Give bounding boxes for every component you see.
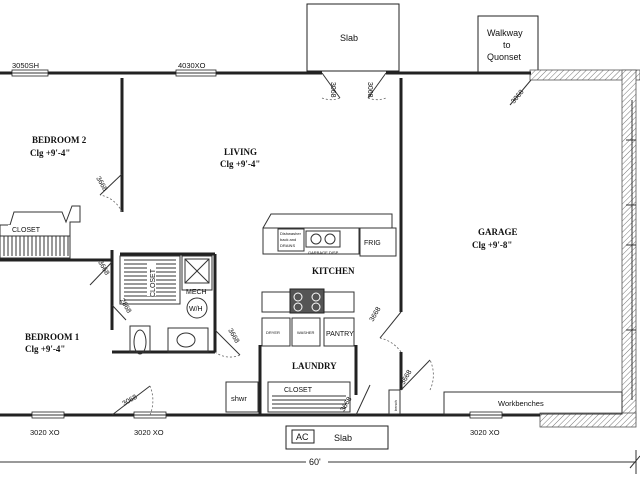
fridge: [359, 227, 397, 257]
vanity: [167, 327, 209, 353]
door-bed1-bottom-label: 3068: [122, 394, 139, 408]
door-slab-left-label: 3068: [329, 82, 336, 98]
bench-label: bench: [393, 400, 398, 411]
door-laundry-bottom-label: 3668: [340, 396, 354, 413]
sink-bowl-left-icon: [310, 233, 322, 245]
dryer-label: DRYER: [266, 330, 280, 335]
slab-top: [306, 3, 400, 72]
door-bed1-hall-label: 3668: [96, 260, 110, 277]
window-top-mid-label: 4030XO: [178, 61, 206, 70]
dishwasher-line2: back and: [280, 237, 296, 242]
walkway-line2: to: [503, 40, 511, 50]
window-top-left: [11, 69, 49, 77]
window-bottom-mid-label: 3020 XO: [134, 428, 164, 437]
garage-wall-top: [529, 69, 640, 81]
door-laundry-kitchen-label: 3668: [369, 306, 383, 323]
walkway-box: [477, 15, 539, 73]
ac-label: AC: [296, 432, 309, 442]
slab-bottom-label: Slab: [334, 433, 352, 443]
door-bedroom2: [99, 173, 123, 213]
dryer: [261, 317, 291, 347]
dishwasher-line3: DRAINS: [280, 243, 295, 248]
door-garage-bottom: [400, 359, 434, 391]
garage-wall-bottom: [539, 412, 637, 428]
shower: [225, 381, 259, 413]
door-bed1-hall: [89, 261, 113, 286]
washer-label: WASHER: [297, 330, 315, 335]
closet-bed1-label: CLOSET: [150, 268, 157, 297]
window-bottom-right: [469, 411, 503, 419]
room-garage-ceiling: Clg +9'-8": [472, 240, 512, 250]
door-slab-right-label: 3068: [366, 82, 373, 98]
frig-label: FRIG: [364, 240, 381, 247]
room-kitchen-name: KITCHEN: [312, 266, 355, 276]
closet-bed1: [119, 255, 181, 305]
closet-laundry: [267, 381, 351, 413]
kitchen-sink: [305, 230, 341, 248]
workbenches-label: Workbenches: [498, 399, 544, 408]
workbenches: [443, 391, 623, 415]
ac-box: [291, 429, 315, 444]
water-heater: [186, 297, 208, 319]
toilet-icon: [133, 329, 147, 355]
door-garage-top-label: 3068: [510, 89, 525, 106]
window-bottom-left: [31, 411, 65, 419]
door-laundry-kitchen: [379, 311, 402, 353]
door-bath: [214, 329, 241, 358]
closet-bed2-outline: [0, 205, 81, 259]
window-top-left-label: 3050SH: [12, 61, 39, 70]
mech-room: [181, 255, 213, 291]
door-slab-right: [367, 72, 387, 101]
pantry-label: PANTRY: [326, 331, 354, 338]
door-bed1-bottom: [111, 385, 154, 416]
washer: [291, 317, 321, 347]
door-garage-top: [509, 79, 532, 106]
dimension-label: 60': [309, 457, 321, 467]
door-bath-label: 3668: [226, 328, 240, 345]
range-icon: [289, 288, 325, 314]
window-bottom-left-label: 3020 XO: [30, 428, 60, 437]
kitchen-counter-top: [262, 213, 393, 229]
shower-label: shwr: [231, 394, 247, 403]
room-bedroom2-name: BEDROOM 2: [32, 135, 87, 145]
disposal-label: GARBAGE DISP.: [308, 250, 339, 255]
door-closet-hall: [111, 304, 127, 321]
closet-bed2-rods: [0, 235, 70, 256]
mech-unit: [184, 258, 210, 284]
room-living-name: LIVING: [224, 147, 257, 157]
sink-icon: [176, 332, 196, 348]
mech-label: MECH: [186, 289, 207, 296]
dishwasher-line1: Dishwasher: [280, 231, 302, 236]
window-bottom-right-label: 3020 XO: [470, 428, 500, 437]
toilet-tank: [129, 325, 151, 353]
pantry: [323, 317, 355, 347]
walkway-line1: Walkway: [487, 28, 523, 38]
dishwasher: [277, 228, 305, 252]
closet-laundry-label: CLOSET: [284, 387, 313, 394]
room-bedroom1-ceiling: Clg +9'-4": [25, 344, 65, 354]
closet-bed2-label: CLOSET: [12, 227, 41, 234]
walkway-line3: Quonset: [487, 52, 522, 62]
sink-bowl-right-icon: [324, 233, 336, 245]
door-bedroom2-label: 3668: [94, 176, 108, 193]
bench: [388, 389, 401, 415]
room-laundry-name: LAUNDRY: [292, 361, 337, 371]
slab-top-label: Slab: [340, 33, 358, 43]
room-bedroom1-name: BEDROOM 1: [25, 332, 80, 342]
wh-label: W/H: [189, 306, 203, 313]
room-living-ceiling: Clg +9'-4": [220, 159, 260, 169]
window-top-mid: [175, 69, 217, 77]
room-bedroom2-ceiling: Clg +9'-4": [30, 148, 70, 158]
door-slab-left: [321, 72, 341, 101]
room-garage-name: GARAGE: [478, 227, 518, 237]
door-laundry-bottom: [355, 384, 371, 416]
kitchen-counter: [262, 227, 360, 255]
